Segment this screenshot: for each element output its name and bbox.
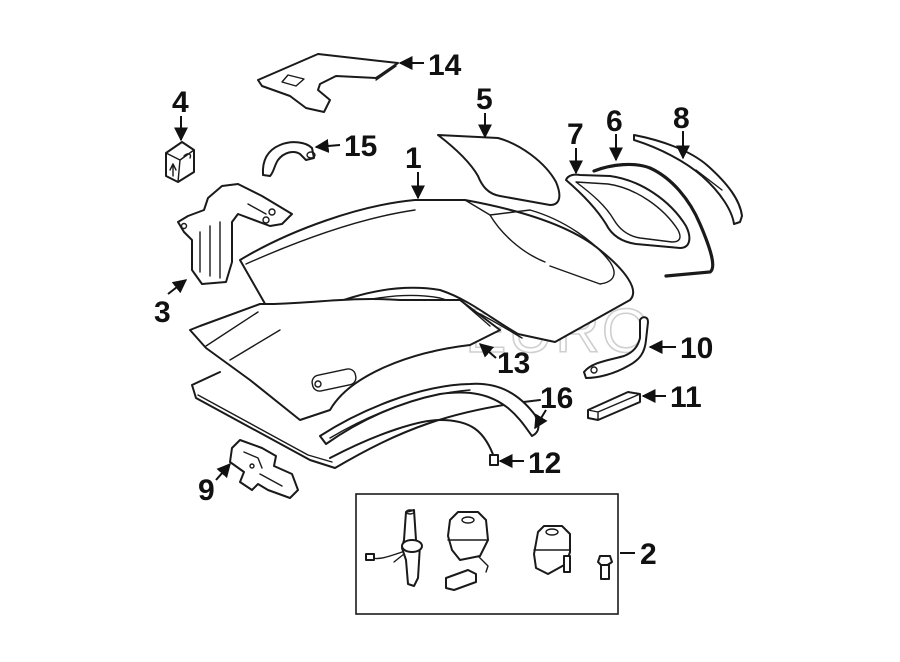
callout-leaders [167, 56, 690, 554]
callout-8[interactable]: 8 [673, 102, 690, 135]
leader-9 [215, 462, 231, 481]
part-4-clip[interactable] [165, 141, 195, 183]
callout-12[interactable]: 12 [528, 447, 561, 480]
part-13-headliner[interactable] [189, 297, 501, 421]
part-7-rear-glass-seal[interactable] [565, 173, 691, 249]
kit-latch-assembly [445, 511, 489, 591]
part-15-grab-handle[interactable] [261, 141, 316, 177]
callout-11[interactable]: 11 [670, 381, 702, 414]
kit-striker-assembly [533, 525, 571, 575]
part-2-kit-box[interactable] [355, 493, 619, 615]
callout-16[interactable]: 16 [540, 382, 573, 415]
part-9-latch-bracket[interactable] [229, 439, 299, 499]
kit-latch-cylinder [365, 509, 423, 587]
part-12-drip-rail[interactable] [329, 419, 499, 466]
leader-16 [534, 409, 548, 430]
callout-6[interactable]: 6 [606, 105, 623, 138]
callout-7[interactable]: 7 [567, 118, 584, 151]
part-6-weatherstrip[interactable] [592, 162, 715, 278]
leader-15 [314, 138, 341, 153]
part-11-pad[interactable] [587, 391, 641, 421]
part-frame-seal[interactable] [191, 371, 541, 469]
callout-1[interactable]: 1 [405, 142, 422, 175]
callout-3[interactable]: 3 [154, 296, 171, 329]
callout-5[interactable]: 5 [476, 83, 493, 116]
callout-10[interactable]: 10 [680, 332, 713, 365]
part-16-trim-strip[interactable] [319, 382, 540, 445]
part-10-hinge-arm[interactable] [583, 316, 649, 379]
part-1-roof-panel[interactable] [239, 199, 635, 343]
callout-9[interactable]: 9 [198, 474, 215, 507]
kit-bolt [597, 555, 613, 580]
callout-2[interactable]: 2 [640, 538, 657, 571]
callout-13[interactable]: 13 [497, 347, 530, 380]
callout-14[interactable]: 14 [428, 49, 462, 82]
part-14-insulator[interactable] [257, 53, 399, 113]
leader-3 [167, 279, 188, 295]
callout-labels: 1 2 3 4 5 6 7 8 9 10 11 12 13 14 15 16 [154, 49, 713, 571]
part-5-rear-glass[interactable] [437, 134, 561, 206]
callout-4[interactable]: 4 [172, 86, 189, 119]
part-3-bracket[interactable] [177, 183, 293, 285]
leader-13 [478, 343, 497, 359]
callout-15[interactable]: 15 [344, 130, 377, 163]
